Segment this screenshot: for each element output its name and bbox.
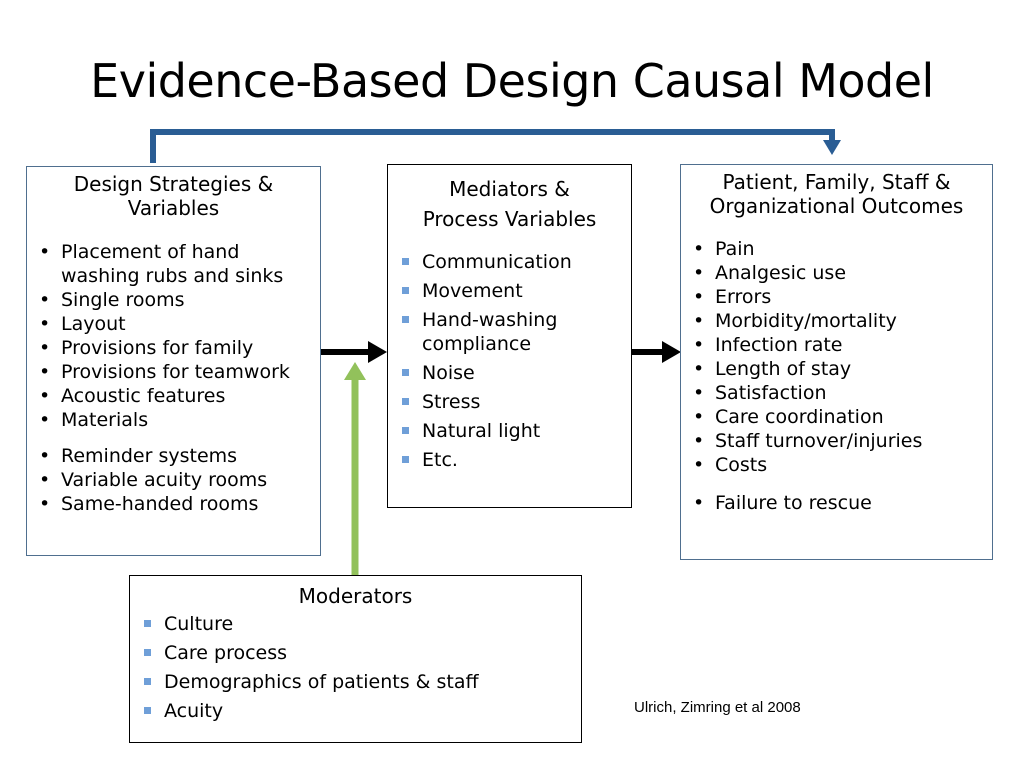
outcomes-list: Pain Analgesic use Errors Morbidity/mort… <box>687 237 986 477</box>
mediators-to-outcomes-arrowhead <box>662 341 681 363</box>
list-item: Provisions for family <box>33 336 314 360</box>
list-item: Staff turnover/injuries <box>687 429 986 453</box>
list-item: Demographics of patients & staff <box>136 670 575 694</box>
outcomes-heading: Patient, Family, Staff & Organizational … <box>687 170 986 218</box>
list-item: Materials <box>33 408 314 432</box>
design-strategies-list-2: Reminder systems Variable acuity rooms S… <box>33 444 314 516</box>
list-item: Care coordination <box>687 405 986 429</box>
list-item: Analgesic use <box>687 261 986 285</box>
list-item: Single rooms <box>33 288 314 312</box>
design-strategies-list: Placement of hand washing rubs and sinks… <box>33 240 314 432</box>
slide-title: Evidence-Based Design Causal Model <box>90 54 934 108</box>
list-item: Reminder systems <box>33 444 314 468</box>
citation: Ulrich, Zimring et al 2008 <box>634 699 801 716</box>
mediators-heading-line2: Process Variables <box>422 207 597 231</box>
outcomes-list-2: Failure to rescue <box>687 491 986 515</box>
list-item: Failure to rescue <box>687 491 986 515</box>
mediators-list: Communication Movement Hand-washing comp… <box>394 250 625 472</box>
list-item: Acoustic features <box>33 384 314 408</box>
moderators-box: Moderators Culture Care process Demograp… <box>129 575 582 743</box>
list-item: Noise <box>394 361 625 385</box>
list-item: Acuity <box>136 699 575 723</box>
outcomes-heading-line2: Organizational Outcomes <box>709 194 964 218</box>
list-item: Layout <box>33 312 314 336</box>
list-item: Pain <box>687 237 986 261</box>
top-feedback-connector <box>150 129 835 163</box>
mediators-heading: Mediators & Process Variables <box>394 174 625 234</box>
list-item: Variable acuity rooms <box>33 468 314 492</box>
list-item: Etc. <box>394 448 625 472</box>
list-item: Satisfaction <box>687 381 986 405</box>
list-item: Same-handed rooms <box>33 492 314 516</box>
list-item: Length of stay <box>687 357 986 381</box>
list-item: Errors <box>687 285 986 309</box>
list-item: Infection rate <box>687 333 986 357</box>
moderators-list: Culture Care process Demographics of pat… <box>136 612 575 723</box>
design-to-mediators-arrowhead <box>368 341 387 363</box>
mediators-heading-line1: Mediators & <box>449 177 570 201</box>
list-item: Costs <box>687 453 986 477</box>
outcomes-box: Patient, Family, Staff & Organizational … <box>680 164 993 560</box>
list-item: Hand-washing compliance <box>394 308 625 356</box>
list-item: Culture <box>136 612 575 636</box>
list-item: Movement <box>394 279 625 303</box>
list-item: Care process <box>136 641 575 665</box>
mediators-box: Mediators & Process Variables Communicat… <box>387 164 632 508</box>
list-item: Natural light <box>394 419 625 443</box>
top-connector-arrowhead <box>823 140 841 155</box>
design-strategies-heading: Design Strategies & Variables <box>73 172 274 220</box>
moderators-heading: Moderators <box>298 584 413 608</box>
list-item: Stress <box>394 390 625 414</box>
design-strategies-box: Design Strategies & Variables Placement … <box>26 166 321 556</box>
list-item: Placement of hand washing rubs and sinks <box>33 240 314 288</box>
list-item: Provisions for teamwork <box>33 360 314 384</box>
list-item: Communication <box>394 250 625 274</box>
outcomes-heading-line1: Patient, Family, Staff & <box>722 170 951 194</box>
moderator-arrowhead <box>344 362 366 380</box>
list-item: Morbidity/mortality <box>687 309 986 333</box>
